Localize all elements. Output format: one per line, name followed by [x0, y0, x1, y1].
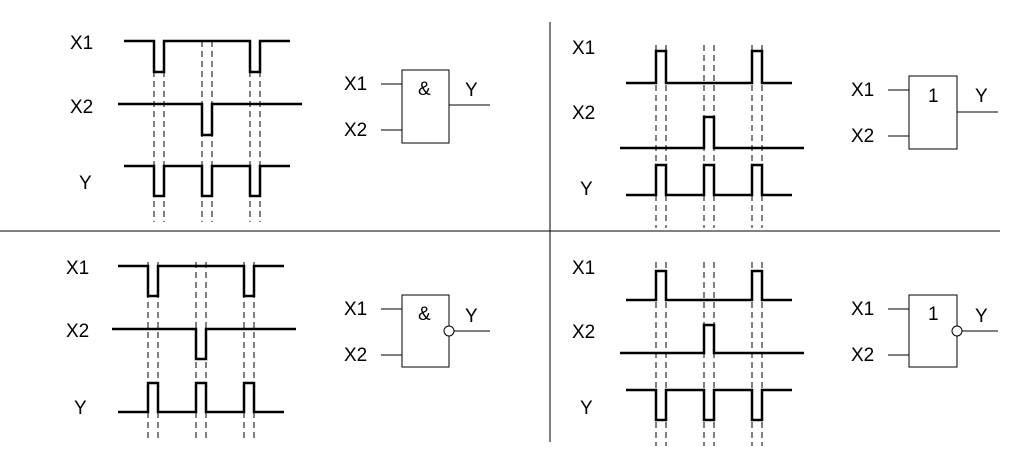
inverter-bubble: [951, 325, 963, 337]
x2-signal-trace: [112, 327, 296, 361]
x1-signal-trace: [118, 264, 284, 298]
gate-output-label: Y: [975, 306, 988, 327]
y-waveform: [124, 164, 290, 198]
pulse-markers: [655, 262, 763, 446]
x1-waveform: [626, 269, 792, 302]
y-signal-trace: [626, 163, 792, 197]
x1-waveform: [626, 49, 792, 85]
logic-gate: [381, 69, 490, 144]
gate-symbol: 1: [928, 86, 939, 107]
gate-output-label: Y: [975, 86, 988, 107]
gate-input-2-label: X2: [344, 345, 367, 366]
y-label: Y: [74, 398, 87, 419]
x1-label: X1: [66, 258, 89, 279]
x1-waveform: [118, 264, 284, 298]
y-signal-trace: [118, 381, 284, 414]
x1-label: X1: [572, 258, 595, 279]
pulse-markers: [153, 41, 261, 222]
panel-and: X1 X2 Y & X1 X2 Y: [70, 33, 490, 222]
x1-waveform: [124, 39, 290, 74]
x2-waveform: [620, 115, 804, 150]
panel-nand: X1 X2 Y & X1 X2 Y: [66, 258, 490, 440]
panel-nor: X1 X2 Y 1 X1 X2 Y: [572, 258, 998, 446]
x2-label: X2: [70, 97, 93, 118]
x2-signal-trace: [620, 323, 804, 355]
x1-label: X1: [572, 38, 595, 59]
gate-symbol: &: [418, 79, 431, 100]
x1-signal-trace: [124, 39, 290, 74]
x2-signal-trace: [620, 115, 804, 150]
y-label: Y: [79, 173, 92, 194]
gate-input-2-label: X2: [851, 345, 874, 366]
x1-label: X1: [70, 33, 93, 54]
inverter-bubble: [443, 325, 455, 337]
gate-symbol: &: [418, 304, 431, 325]
y-label: Y: [580, 179, 593, 200]
gate-output-label: Y: [465, 80, 478, 101]
gate-input-1-label: X1: [851, 299, 874, 320]
gate-input-1-label: X1: [344, 74, 367, 95]
x2-waveform: [112, 327, 296, 361]
gate-input-1-label: X1: [851, 80, 874, 101]
gate-input-2-label: X2: [851, 126, 874, 147]
gate-input-2-label: X2: [344, 120, 367, 141]
gate-output-label: Y: [465, 306, 478, 327]
x2-label: X2: [572, 322, 595, 343]
y-signal-trace: [124, 164, 290, 198]
y-label: Y: [580, 398, 593, 419]
gate-input-1-label: X1: [344, 299, 367, 320]
x2-label: X2: [66, 321, 89, 342]
x1-signal-trace: [626, 49, 792, 85]
y-waveform: [118, 381, 284, 414]
y-signal-trace: [626, 388, 792, 422]
pulse-markers: [147, 262, 255, 440]
x2-label: X2: [572, 103, 595, 124]
gate-symbol: 1: [928, 304, 939, 325]
gate-body: [401, 69, 450, 144]
y-waveform: [626, 163, 792, 197]
panel-or: X1 X2 Y 1 X1 X2 Y: [572, 38, 998, 228]
y-waveform: [626, 388, 792, 422]
logic-gate: [888, 75, 998, 150]
pulse-markers: [655, 45, 763, 228]
x2-waveform: [118, 102, 302, 137]
x2-waveform: [620, 323, 804, 355]
x1-signal-trace: [626, 269, 792, 302]
x2-signal-trace: [118, 102, 302, 137]
